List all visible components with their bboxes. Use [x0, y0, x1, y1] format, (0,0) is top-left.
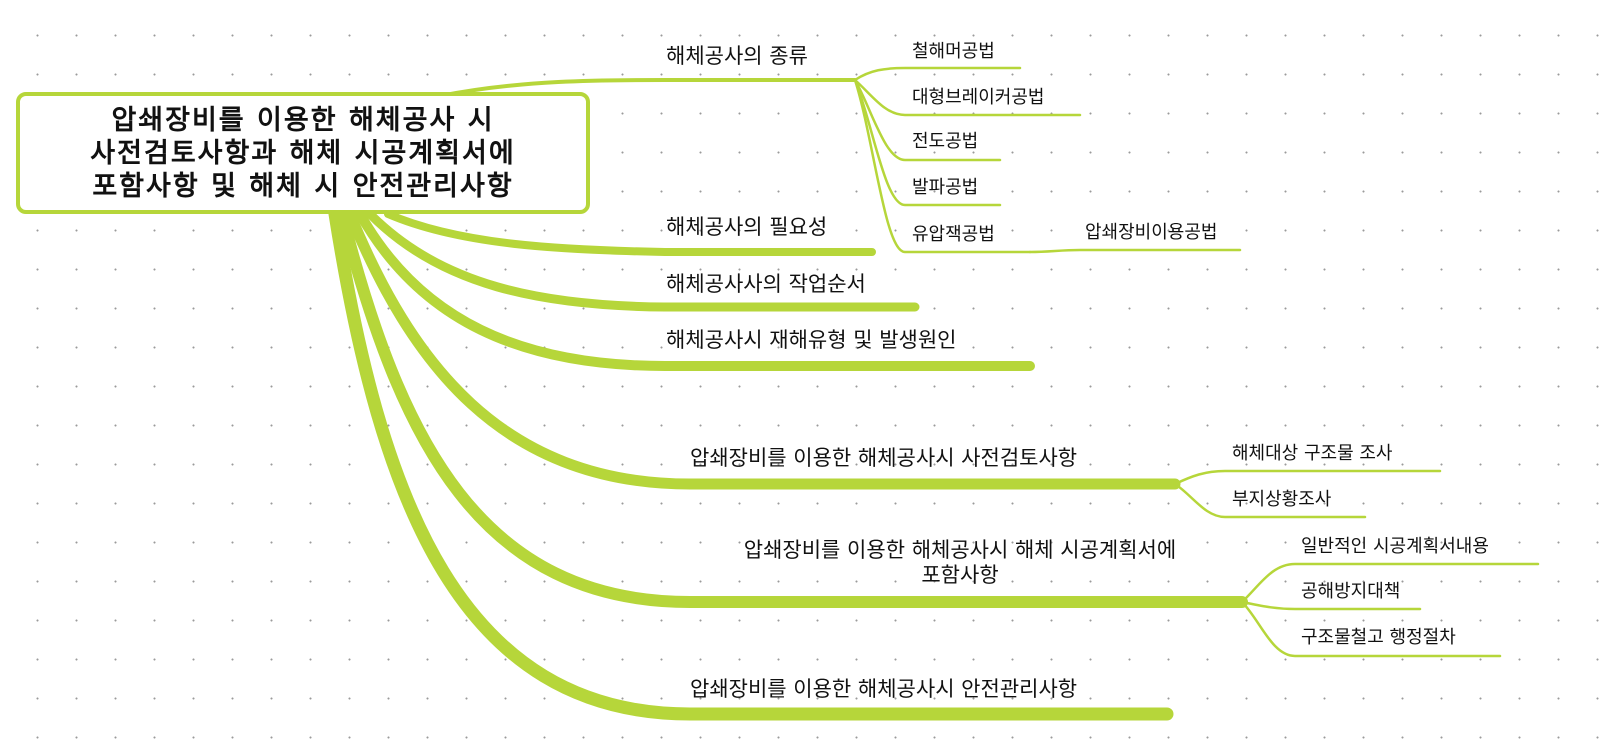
connector-plan-3	[1240, 600, 1502, 658]
main-branches	[328, 78, 1248, 721]
subtopic-site-survey[interactable]: 부지상황조사	[1232, 489, 1332, 510]
connector-types-1	[853, 66, 1022, 82]
subtopic-large-breaker[interactable]: 대형브레이커공법	[912, 87, 1045, 108]
topic-work-sequence[interactable]: 해체공사사의 작업순서	[666, 272, 866, 296]
topic-construction-plan[interactable]: 압쇄장비를 이용한 해체공사시 해체 시공계획서에 포함사항	[743, 538, 1177, 587]
topic-pre-review[interactable]: 압쇄장비를 이용한 해체공사시 사전검토사항	[690, 446, 1078, 470]
subtopic-admin-procedure[interactable]: 구조물철고 행정절차	[1301, 627, 1456, 648]
connector-pre-2	[1173, 482, 1367, 519]
subtopic-overturning[interactable]: 전도공법	[912, 131, 979, 152]
branch-necessity	[384, 210, 876, 256]
subtopic-blasting[interactable]: 발파공법	[912, 177, 979, 198]
connector-hydraulic	[1028, 248, 1242, 254]
connector-types-5	[853, 78, 1032, 254]
connector-types-3	[853, 78, 1002, 162]
sub-branches	[853, 66, 1540, 658]
connector-types-4	[853, 78, 1002, 207]
connector-plan-2	[1240, 600, 1422, 611]
topic-demolition-types[interactable]: 해체공사의 종류	[666, 44, 808, 68]
central-topic[interactable]: 압쇄장비를 이용한 해체공사 시 사전검토사항과 해체 시공계획서에 포함사항 …	[16, 92, 590, 214]
subtopic-general-plan[interactable]: 일반적인 시공계획서내용	[1301, 536, 1489, 557]
subtopic-steel-hammer[interactable]: 철해머공법	[912, 41, 995, 62]
branch-accidents	[355, 209, 1035, 371]
topic-accident-types[interactable]: 해체공사시 재해유형 및 발생원인	[666, 328, 957, 352]
connector-pre-1	[1173, 469, 1442, 486]
branch-safety	[328, 207, 1174, 721]
topic-demolition-necessity[interactable]: 해체공사의 필요성	[666, 215, 828, 239]
branch-sequence	[365, 209, 920, 312]
branch-types	[438, 78, 857, 98]
subtopic-pollution-prevention[interactable]: 공해방지대책	[1301, 581, 1401, 602]
branch-plan	[336, 208, 1248, 608]
branch-pre-review	[344, 208, 1181, 490]
connector-types-2	[853, 78, 1082, 117]
subtopic-structure-survey[interactable]: 해체대상 구조물 조사	[1232, 443, 1393, 464]
subtopic-hydraulic-jack[interactable]: 유압잭공법	[912, 224, 995, 245]
subtopic-crusher-method[interactable]: 압쇄장비이용공법	[1085, 222, 1218, 243]
topic-safety-management[interactable]: 압쇄장비를 이용한 해체공사시 안전관리사항	[690, 677, 1078, 701]
connector-plan-1	[1240, 562, 1540, 604]
